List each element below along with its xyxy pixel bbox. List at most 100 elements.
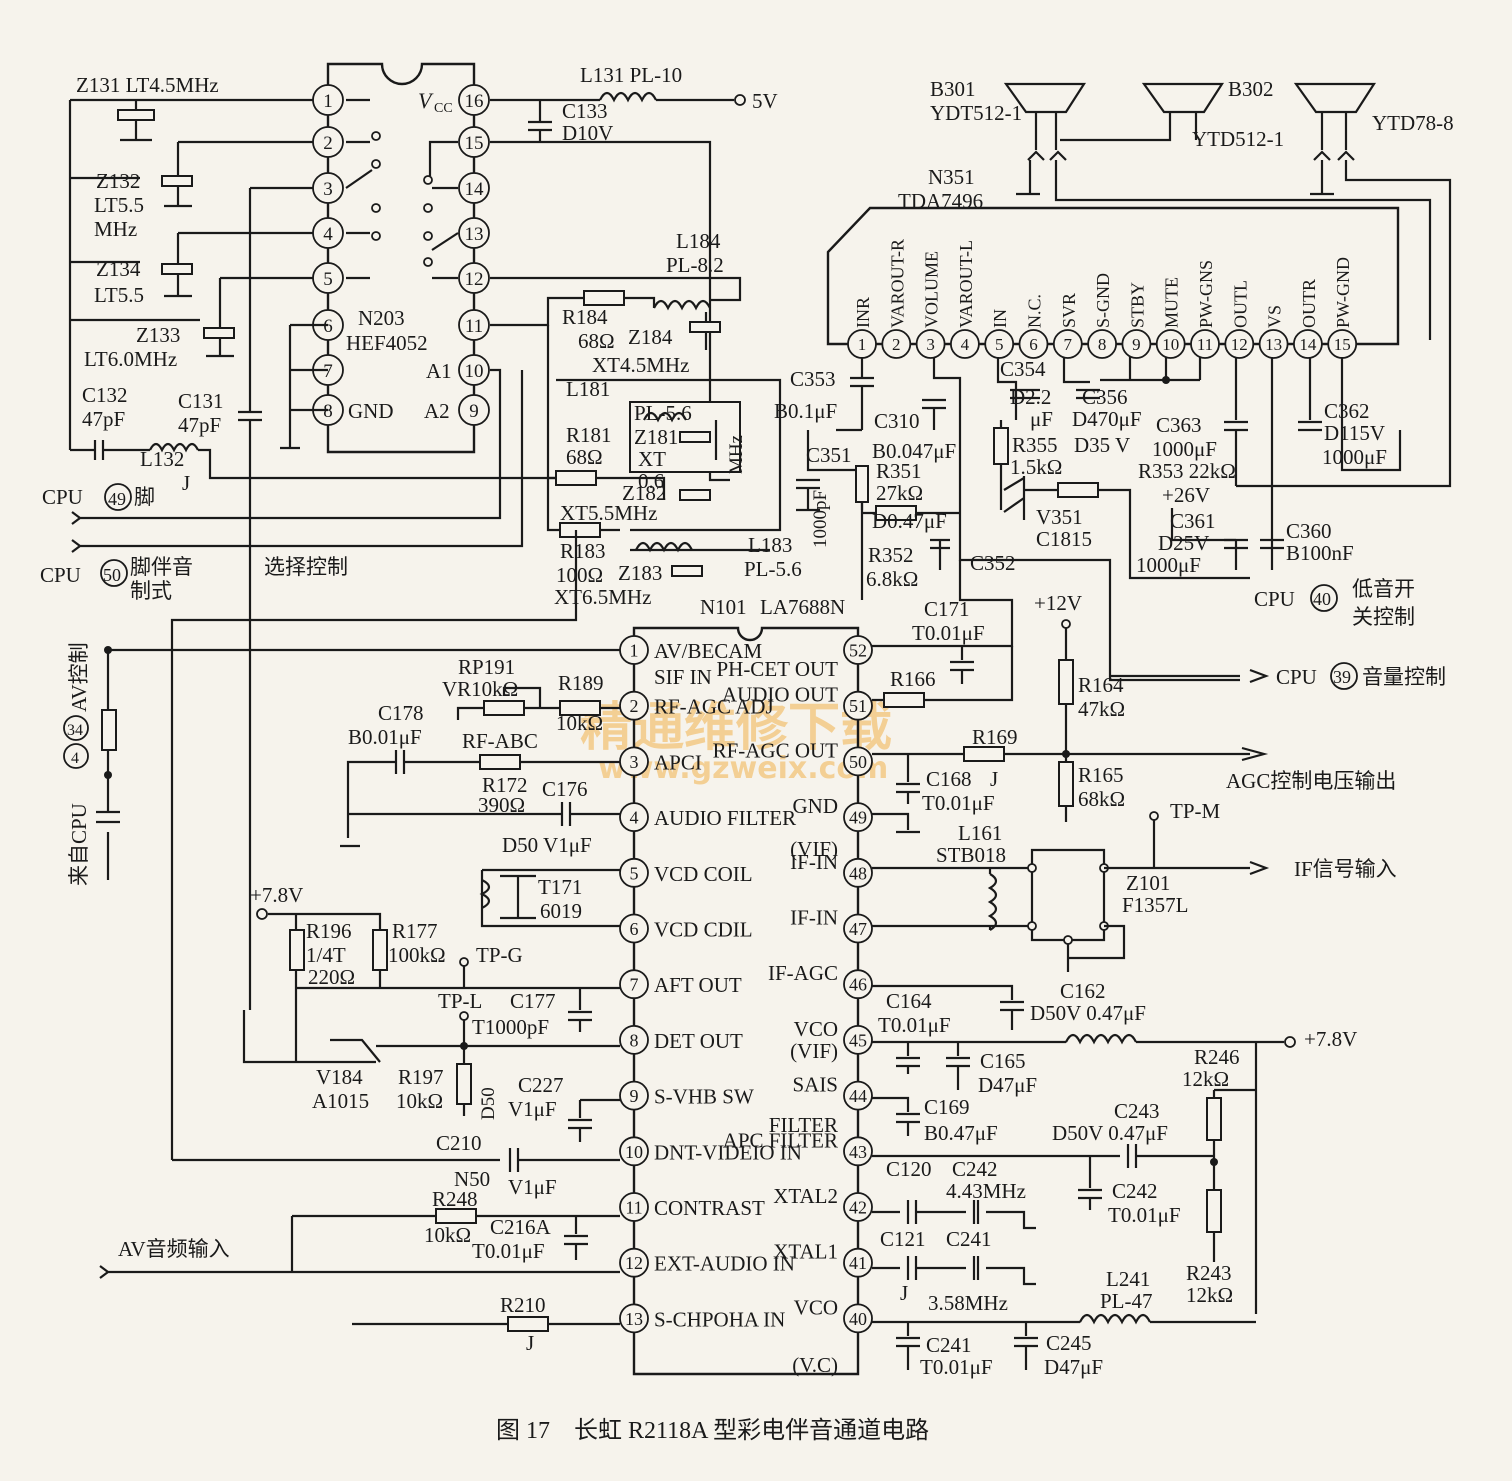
n101-pin-46-label: 46 [849, 975, 867, 995]
n203-vcc-sub: CC [434, 101, 453, 116]
label-z183: Z183 [618, 561, 662, 585]
n101-pin-name-10: DNT-VIDEIO IN [654, 1140, 802, 1164]
label-c1815: C1815 [1036, 527, 1092, 551]
n101-pin-8 [619, 1025, 649, 1055]
n351-pin-8-label: 8 [1098, 335, 1107, 354]
n351-pin-13-label: 13 [1265, 335, 1282, 354]
cpu-control-lines [71, 368, 524, 553]
label-c361b: D25V [1158, 531, 1209, 555]
n101-pin-name-47: IF-IN [790, 906, 838, 930]
label-c356b: D470μF [1072, 407, 1142, 431]
n351-pin-12 [1224, 329, 1255, 359]
n101-pin-41-label: 41 [849, 1253, 867, 1273]
n351-pin-9-label: 9 [1132, 335, 1141, 354]
label-c353b: B0.1μF [774, 399, 837, 423]
label-c245b: D47μF [1044, 1355, 1103, 1379]
label-c360: C360 [1286, 519, 1332, 543]
label-c363: C363 [1156, 413, 1202, 437]
n101-pin-45 [843, 1025, 873, 1055]
n101-pin-10 [619, 1136, 649, 1167]
label-r164: R164 [1078, 673, 1124, 697]
label-c351b: 1000pF [810, 490, 831, 548]
label-rp191: RP191 [458, 655, 515, 679]
n203-pin-12 [458, 262, 490, 294]
n101-pin-name-50: RF-AGC OUT [713, 738, 839, 762]
label-r243b: 12kΩ [1186, 1283, 1233, 1307]
label-c133b: D10V [562, 121, 613, 145]
n203-pin-13 [458, 217, 490, 249]
label-c242c: C242 [1112, 1179, 1158, 1203]
speaker-group [1003, 82, 1452, 488]
label-z184: Z184 [628, 325, 673, 349]
label-j: J [900, 1281, 908, 1305]
n351-pin-name-13: VS [1265, 305, 1285, 328]
n101-pin-48-label: 48 [849, 863, 867, 883]
n101-pin-2 [619, 690, 649, 721]
n351-pin-13 [1258, 329, 1289, 359]
n203-pin-15-label: 15 [465, 133, 484, 154]
n351-pin-2-label: 2 [892, 335, 901, 354]
label-d50: D50 [478, 1087, 499, 1120]
label-agcout: AGC控制电压输出 [1226, 769, 1396, 793]
n101-pin-52 [843, 635, 873, 665]
n101-pin-4-label: 4 [630, 808, 639, 828]
label-vr10k: VR10kΩ [442, 677, 518, 701]
label-r352: R352 [868, 543, 914, 567]
label-c169b: B0.47μF [924, 1121, 998, 1145]
n203-pin-16 [458, 84, 490, 116]
label-r355b: 1.5kΩ [1010, 455, 1062, 479]
label-r210: R210 [500, 1293, 546, 1317]
label-c210b: V1μF [508, 1175, 557, 1199]
n101-pin-43 [843, 1136, 873, 1167]
n351-pin-3-label: 3 [926, 335, 935, 354]
label-xt65: XT6.5MHz [554, 585, 651, 609]
n101-pin-52-label: 52 [849, 640, 867, 660]
label-c362c: 1000μF [1322, 445, 1387, 469]
label-c241c: C241 [926, 1333, 972, 1357]
label-c131b: 47pF [178, 413, 221, 437]
label-c243: C243 [1114, 1099, 1160, 1123]
label-r353: R353 22kΩ [1138, 459, 1236, 483]
n351-pin-name-1: INR [853, 297, 873, 328]
label-l183a: L183 [748, 533, 792, 557]
n101-pin-2-label: 2 [630, 696, 639, 716]
label-c164: C164 [886, 989, 932, 1013]
n101-pin-1-label: 1 [630, 640, 639, 660]
n101-pin-name-9: S-VHB SW [654, 1085, 754, 1109]
n351-pin-name-5: IN [990, 309, 1010, 328]
label-r248: R248 [432, 1187, 478, 1211]
n203-pin-11 [458, 309, 490, 341]
n101-extra-label-4: (V.C) [792, 1353, 838, 1377]
n203-pin-9 [458, 394, 490, 426]
label-c362b: D115V [1324, 421, 1385, 445]
n101-pin-42-label: 42 [849, 1197, 867, 1217]
label-cpu50a: CPU [40, 563, 81, 587]
label-v78r: +7.8V [1304, 1027, 1357, 1051]
label-c177: C177 [510, 989, 556, 1013]
n351-pin-4 [950, 329, 980, 359]
n101-pin-name-13: S-CHPOHA IN [654, 1307, 785, 1331]
label-c360b: B100nF [1286, 541, 1354, 565]
label-c241a: C241 [946, 1227, 992, 1251]
label-z101b: F1357L [1122, 893, 1189, 917]
n101-pin-41 [843, 1247, 873, 1278]
label-r351b: 27kΩ [876, 481, 923, 505]
label-r243: R243 [1186, 1261, 1232, 1285]
n101-pin-50 [843, 746, 873, 777]
n101-pin-10-label: 10 [625, 1142, 643, 1162]
label-c171b: T0.01μF [912, 621, 985, 645]
n203-pin-6-label: 6 [323, 316, 333, 337]
n101-pin-name-43: APC FILTER [723, 1128, 838, 1152]
label-c120: C120 [886, 1157, 932, 1181]
label-d22: D2.2 [1010, 385, 1051, 409]
label-cpu39: CPU [1276, 665, 1317, 689]
n101-pin-48 [843, 857, 873, 888]
label-c241b: 3.58MHz [928, 1291, 1008, 1315]
label-r177b: 100kΩ [388, 943, 446, 967]
n101-pin-8-label: 8 [630, 1030, 639, 1050]
label-c131a: C131 [178, 389, 224, 413]
n101-pin-43-label: 43 [849, 1142, 867, 1162]
label-r181a: R181 [566, 423, 612, 447]
